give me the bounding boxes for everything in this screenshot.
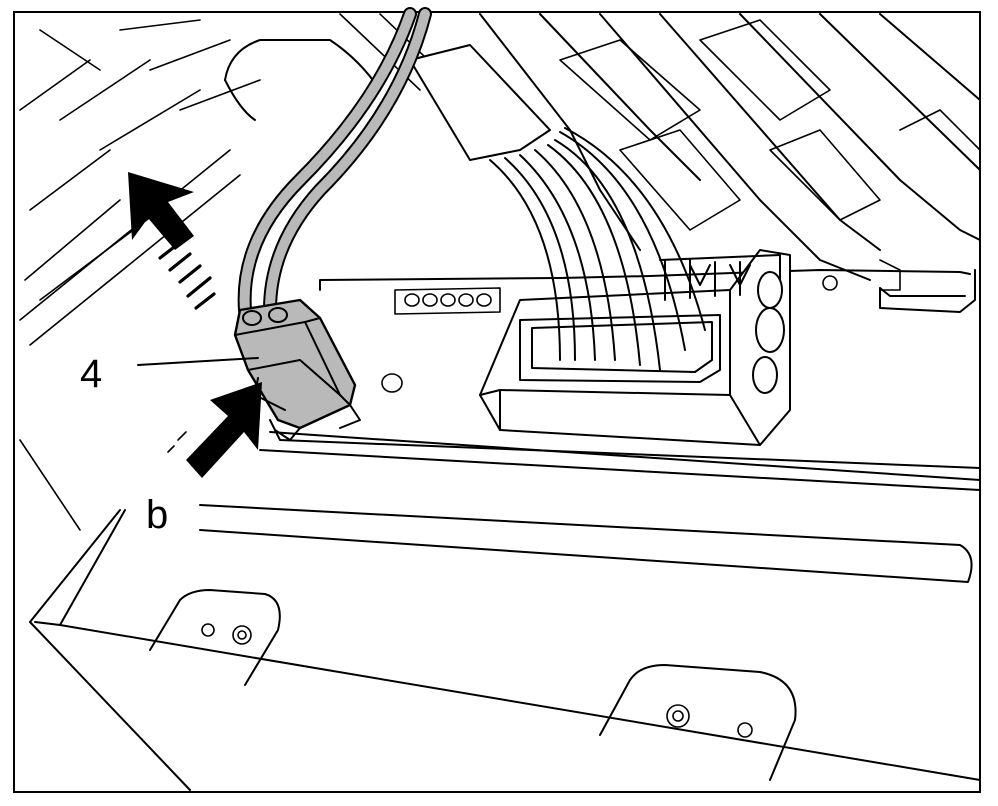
mounting-boss-right	[599, 664, 797, 781]
callout-step-letter: b	[146, 493, 169, 537]
callout-leaders	[59, 357, 259, 626]
wire-harness-main	[409, 44, 706, 371]
wire-pair	[237, 7, 432, 317]
board-holes	[381, 275, 838, 393]
arrow-up-right-icon	[167, 382, 262, 478]
control-board	[29, 269, 981, 791]
figure-frame	[13, 11, 981, 793]
arrow-up-left-icon	[128, 172, 216, 310]
mounting-boss-left	[149, 589, 281, 686]
multi-pin-connector	[479, 249, 791, 446]
callout-connector-number: 4	[80, 352, 103, 396]
connector-4	[233, 298, 361, 441]
